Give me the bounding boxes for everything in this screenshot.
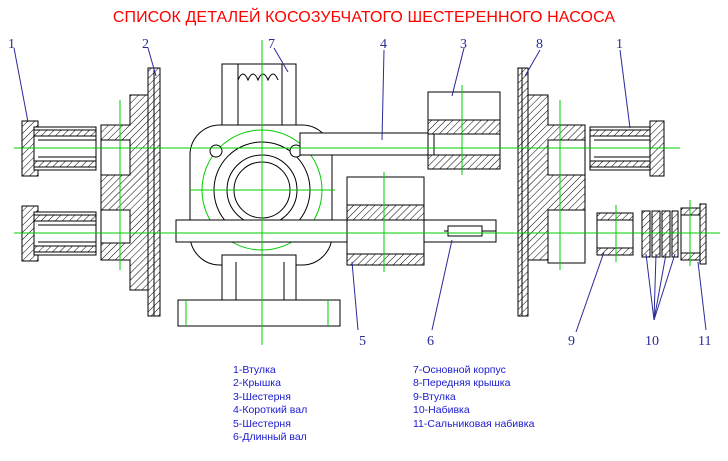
callout-numbers: 1 2 7 4 3 8 1 5 6 9 10 11 <box>8 37 711 349</box>
callout-6: 6 <box>427 334 434 349</box>
legend-item: 2-Крышка <box>233 377 281 390</box>
legend-item: 9-Втулка <box>413 390 456 403</box>
legend-item: 6-Длинный вал <box>233 431 307 444</box>
front-cover <box>517 67 586 317</box>
parts-legend-left: 1-Втулка 2-Крышка 3-Шестерня 4-Короткий … <box>233 364 307 444</box>
legend-item: 1-Втулка <box>233 364 276 376</box>
callout-1-right: 1 <box>616 37 623 52</box>
packing-rings <box>641 210 679 258</box>
callout-10: 10 <box>645 334 659 349</box>
legend-item: 11-Сальниковая набивка <box>413 417 535 430</box>
legend-item: 4-Короткий вал <box>233 404 308 417</box>
parts-legend-right: 7-Основной корпус 8-Передняя крышка 9-Вт… <box>413 364 534 431</box>
callout-2: 2 <box>142 37 149 52</box>
centerlines <box>14 40 720 345</box>
diagram-title: СПИСОК ДЕТАЛЕЙ КОСОЗУБЧАТОГО ШЕСТЕРЕННОГ… <box>112 9 616 26</box>
cover-left <box>100 67 161 317</box>
leader-lines <box>13 47 707 333</box>
legend-item: 7-Основной корпус <box>413 364 506 376</box>
callout-1-left: 1 <box>8 37 15 52</box>
legend-item: 8-Передняя крышка <box>413 377 511 390</box>
callout-8: 8 <box>536 37 543 52</box>
callout-7: 7 <box>268 37 275 52</box>
bushing-left-pair <box>21 120 97 262</box>
main-housing <box>175 63 497 327</box>
gear-upper <box>427 91 501 170</box>
callout-11: 11 <box>698 334 711 349</box>
gland-packing <box>680 203 707 265</box>
gear-lower <box>346 176 425 266</box>
legend-item: 3-Шестерня <box>233 390 291 403</box>
callout-4: 4 <box>380 37 387 52</box>
legend-item: 5-Шестерня <box>233 417 291 430</box>
bushing-9 <box>596 212 634 256</box>
callout-5: 5 <box>359 334 366 349</box>
legend-item: 10-Набивка <box>413 404 470 417</box>
callout-3: 3 <box>460 37 467 52</box>
callout-9: 9 <box>568 334 575 349</box>
